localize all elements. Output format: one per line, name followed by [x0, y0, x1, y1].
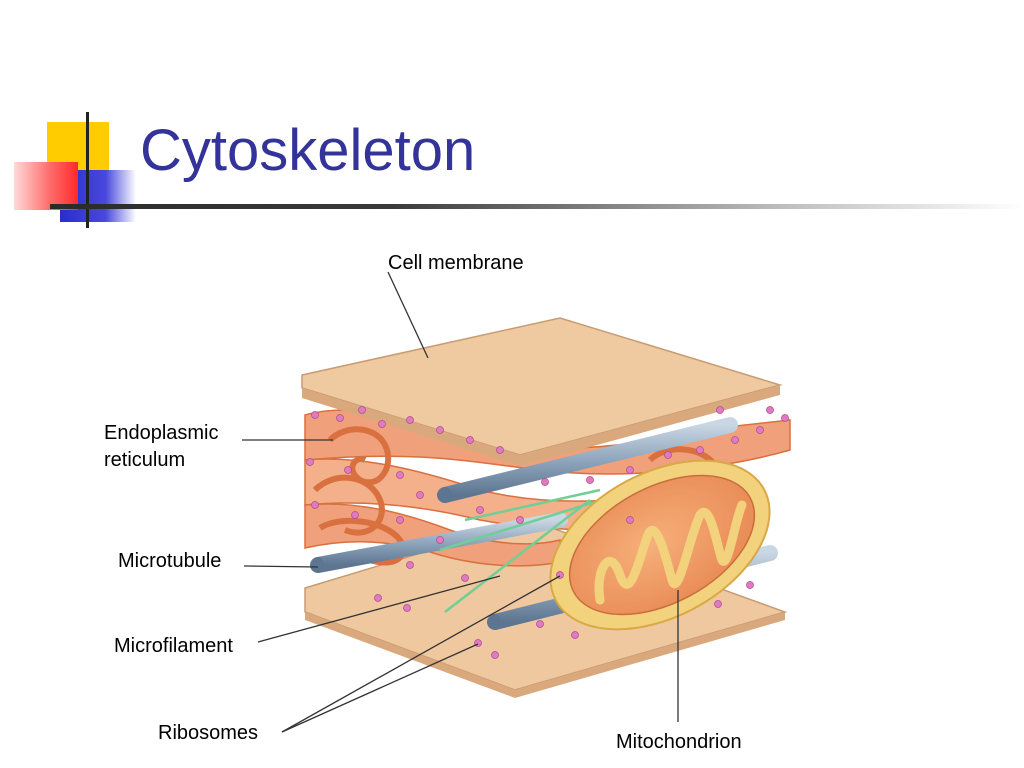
- bottom-membrane-edge: [305, 612, 785, 698]
- top-membrane-edge: [302, 385, 780, 466]
- title-underline: [50, 204, 1024, 209]
- leader-microfilament: [257, 575, 501, 643]
- mitochondrion: [549, 459, 771, 631]
- label-endoplasmic-line1: Endoplasmic: [104, 422, 219, 444]
- decor-vertical-line: [86, 112, 89, 228]
- microtubule-upper-end: [439, 487, 451, 503]
- label-mitochondrion: Mitochondrion: [616, 731, 742, 753]
- page-title: Cytoskeleton: [140, 118, 476, 183]
- label-microfilament: Microfilament: [114, 635, 233, 657]
- label-endoplasmic-line2: reticulum: [104, 449, 186, 471]
- leader-lines: [242, 271, 679, 733]
- microtubule-lower-end: [489, 614, 501, 630]
- label-cell-membrane: Cell membrane: [388, 252, 524, 274]
- label-ribosomes: Ribosomes: [158, 722, 259, 744]
- microtubule-upper: [437, 417, 738, 503]
- decor-red-square: [14, 162, 78, 210]
- label-microtubule: Microtubule: [118, 550, 222, 572]
- leader-ribosomes-2: [281, 643, 479, 733]
- leader-ribosomes-1: [281, 575, 561, 733]
- label-endoplasmic-reticulum: Endoplasmic reticulum: [104, 420, 219, 474]
- leader-microtubule: [243, 565, 319, 568]
- microtubule-middle-end: [312, 557, 324, 573]
- leader-cell-membrane: [387, 271, 429, 359]
